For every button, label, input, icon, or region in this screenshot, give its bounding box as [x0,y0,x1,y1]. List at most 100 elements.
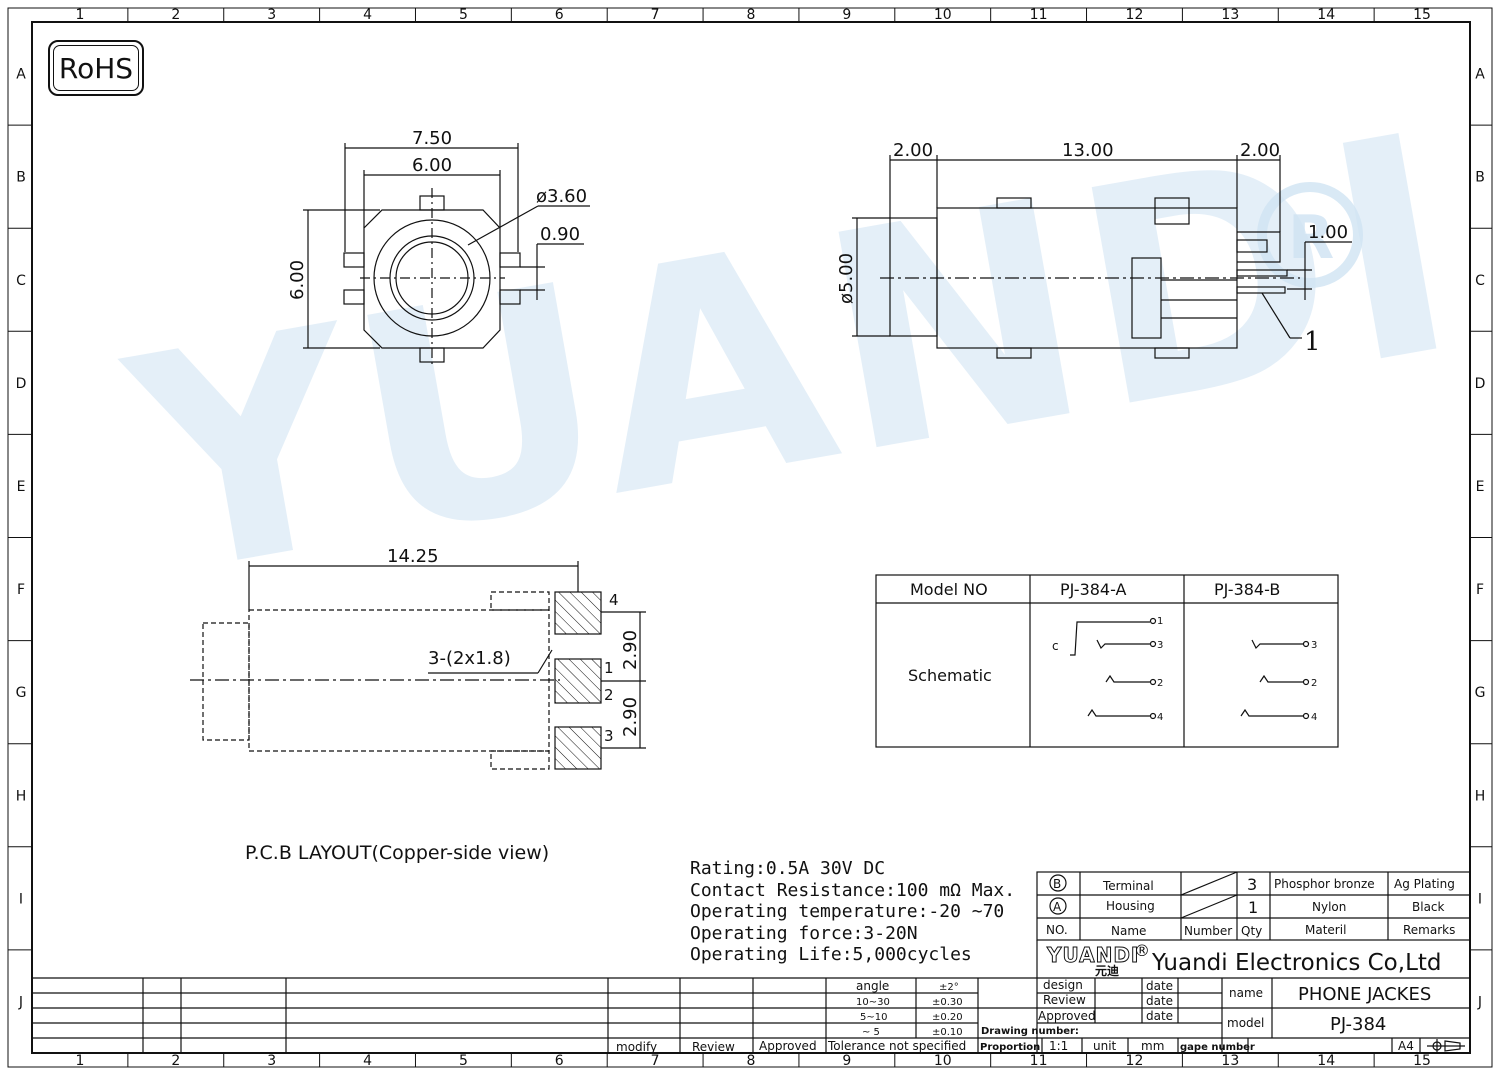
grid-col-label-top: 7 [651,7,660,23]
spec-list: Rating:0.5A 30V DC Contact Resistance:10… [690,858,1015,966]
schem-a-common: c [1052,639,1059,653]
tol-range-under-5: ~ 5 [862,1027,880,1038]
schem-b-pin-3: 3 [1311,640,1317,651]
pcb-pad-label-3: 3 [604,727,614,745]
grid-row-label-right: F [1476,582,1484,598]
grid-row-label-right: J [1477,994,1482,1010]
svg-text:R: R [1288,203,1334,273]
grid-row-label-left: J [18,994,23,1010]
grid-col-label-top: 5 [459,7,468,23]
title-registered-icon: ® [1134,941,1150,960]
rev-header-review: Review [692,1040,735,1054]
tol-value-angle: ±2° [939,982,959,993]
side-view [852,155,1352,359]
grid-col-label-bottom: 11 [1030,1053,1048,1069]
grid-col-label-bottom: 14 [1317,1053,1335,1069]
tb-label-design: design [1043,978,1083,992]
spec-contact-resistance: Contact Resistance:100 mΩ Max. [690,879,1016,901]
schem-b-pin-4: 4 [1311,712,1317,723]
grid-col-label-bottom: 7 [651,1053,660,1069]
grid-col-label-top: 13 [1221,7,1239,23]
tb-label-name: name [1229,986,1263,1000]
grid-row-label-left: H [16,788,27,804]
side-dim-left: 2.00 [893,140,933,161]
tol-value-10-30: ±0.30 [932,997,963,1008]
tb-name-value: PHONE JACKES [1298,984,1431,1005]
tb-label-model: model [1227,1016,1264,1030]
grid-col-label-bottom: 3 [267,1053,276,1069]
bom-material-terminal: Phosphor bronze [1274,877,1375,891]
tol-value-under-5: ±0.10 [932,1027,963,1038]
grid-col-label-bottom: 9 [842,1053,851,1069]
bom-qty-terminal: 3 [1247,875,1257,894]
pcb-layout [190,561,646,770]
tolerance-label: Tolerance not specified [827,1039,966,1053]
spec-life: Operating Life:5,000cycles [690,944,972,965]
grid-row-label-left: E [17,479,26,495]
side-dim-right: 2.00 [1240,140,1280,161]
grid-row-label-right: A [1475,67,1485,83]
side-dim-diameter: ø5.00 [836,253,857,304]
tol-value-5-10: ±0.20 [932,1012,963,1023]
grid-col-label-bottom: 2 [171,1053,180,1069]
grid-col-label-top: 15 [1413,7,1431,23]
title-block [32,940,1470,1053]
grid-row-label-right: I [1478,891,1482,907]
grid-row-label-right: G [1475,685,1486,701]
grid-row-label-left: I [19,891,23,907]
grid-row-label-right: D [1475,376,1486,392]
grid-col-label-bottom: 1 [75,1053,84,1069]
grid-row-label-right: H [1475,788,1486,804]
tb-size: A4 [1398,1039,1414,1053]
grid-row-label-left: D [16,376,27,392]
pad-3 [554,726,602,770]
front-dim-inner: 6.00 [412,155,452,176]
spec-temperature: Operating temperature:-20 ~70 [690,901,1005,922]
schem-row-label: Schematic [908,666,992,685]
pcb-caption: P.C.B LAYOUT(Copper-side view) [245,842,550,864]
schem-header-a: PJ-384-A [1060,580,1127,599]
pcb-dim-pitch-1: 2.90 [620,630,641,670]
schem-header-model: Model NO [910,580,988,599]
pcb-pad-label-1: 1 [604,659,614,677]
grid-col-label-bottom: 15 [1413,1053,1431,1069]
grid-row-label-right: C [1475,273,1485,289]
tb-label-gape-number: gape number [1180,1042,1255,1053]
bom-mark-b: B [1053,877,1061,891]
bom-header-no: NO. [1046,923,1068,937]
grid-row-label-right: E [1476,479,1485,495]
bom-remarks-terminal: Ag Plating [1394,877,1455,891]
grid-row-label-left: B [16,170,26,186]
grid-row-label-right: B [1475,170,1485,186]
tol-range-5-10: 5~10 [860,1012,887,1023]
grid-col-label-top: 9 [842,7,851,23]
grid-row-label-left: A [16,67,26,83]
bom-qty-housing: 1 [1248,898,1258,917]
grid-col-label-bottom: 8 [747,1053,756,1069]
bom-table [1036,871,1471,941]
grid-col-label-top: 11 [1030,7,1048,23]
grid-row-label-left: F [17,582,25,598]
pcb-pad-label-2: 2 [604,686,614,704]
grid-col-label-top: 2 [171,7,180,23]
bom-remarks-housing: Black [1412,900,1445,914]
bom-name-housing: Housing [1106,899,1155,913]
side-dim-pin: 1.00 [1308,222,1348,243]
bom-material-housing: Nylon [1312,900,1346,914]
tb-label-unit: unit [1093,1039,1117,1053]
schem-a-pin-1: 1 [1157,616,1163,627]
grid-col-label-bottom: 4 [363,1053,372,1069]
tb-model-value: PJ-384 [1330,1014,1386,1035]
grid-col-label-top: 14 [1317,7,1335,23]
schem-a-pin-4: 4 [1157,712,1163,723]
front-dim-diameter: ø3.60 [536,186,587,207]
rev-header-approved: Approved [759,1039,817,1053]
grid-col-label-top: 8 [747,7,756,23]
front-view [303,143,590,368]
pcb-dim-length: 14.25 [387,546,439,567]
schem-a-pin-3: 3 [1157,640,1163,651]
tb-label-approved: Approved [1038,1009,1096,1023]
title-company: Yuandi Electronics Co,Ltd [1151,950,1442,976]
